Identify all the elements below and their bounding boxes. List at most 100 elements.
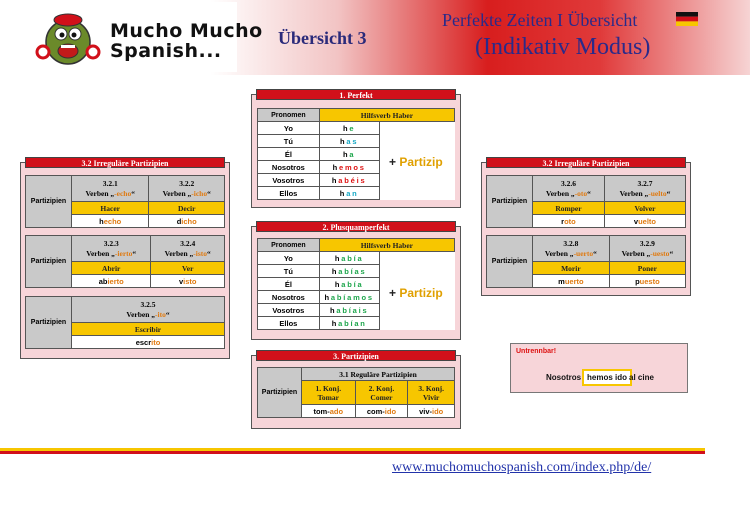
participle-cell: tom-ado	[301, 404, 356, 418]
verb-cell: Volver	[603, 201, 687, 215]
verben-label: Verben „	[162, 188, 192, 198]
verb-cell: Escribir	[71, 322, 225, 336]
pronoun-cell: Yo	[257, 121, 320, 135]
stem: h	[329, 305, 337, 315]
verb-cell: Hacer	[70, 201, 150, 215]
verben-label: Verben „	[164, 248, 194, 258]
ending: abéis	[338, 175, 367, 185]
quote: “	[669, 248, 674, 258]
ending: abían	[338, 318, 367, 328]
ending: echo	[103, 216, 122, 226]
ending: e	[349, 123, 356, 133]
pronoun-header: Pronomen	[257, 108, 320, 122]
group-number: 3.2.1	[102, 178, 118, 188]
conjugation-cell: has	[318, 134, 380, 148]
logo-text-line1: Mucho Mucho	[110, 20, 263, 42]
conjugation-cell: habías	[318, 264, 380, 278]
partizip-label: Partizip	[399, 155, 443, 169]
conjugation-cell: ha	[318, 147, 380, 161]
ending: ado	[329, 406, 344, 416]
ending: abías	[338, 266, 367, 276]
partizipien-title: 3. Partizipien	[256, 350, 456, 361]
logo-text-line2: Spanish...	[110, 40, 222, 62]
pronoun-cell: Yo	[257, 251, 320, 265]
stem: ab	[98, 276, 108, 286]
regular-participles-table: Partizipien 3.1 Reguläre Partizipien 1. …	[257, 367, 455, 418]
conjugation-header: 3. Konj. Vivir	[407, 380, 455, 405]
ending: uerto	[564, 276, 584, 286]
suffix: -oto	[574, 188, 588, 198]
example-object: al cine	[629, 373, 654, 382]
ending: abía	[341, 253, 364, 263]
verben-label: Verben „	[85, 188, 115, 198]
conjugation-header: 2. Konj. Comer	[354, 380, 409, 405]
conjugation-cell: han	[318, 186, 380, 200]
suffix: -icho	[191, 188, 208, 198]
stem: p	[635, 276, 640, 286]
quote: “	[666, 188, 671, 198]
verben-label: Verben „	[545, 188, 575, 198]
untrennbar-label: Untrennbar!	[516, 348, 557, 355]
stem: h	[324, 292, 331, 302]
group-number: 3.2.8	[563, 238, 579, 248]
plus-sign: +	[389, 286, 397, 300]
verben-label: Verben „	[621, 248, 651, 258]
participle-cell: muerto	[532, 274, 610, 288]
irregular-title-right: 3.2 Irreguläre Partizipien	[486, 157, 686, 168]
plusquamperfekt-table: Pronomen Hilfsverb Haber Yo había Tú hab…	[257, 238, 456, 330]
pronoun-header: Pronomen	[257, 238, 320, 252]
group-number: 3.2.2	[179, 178, 195, 188]
example-verb-highlight: hemos ido	[582, 369, 633, 386]
group-number: 3.2.4	[180, 238, 196, 248]
participle-cell: hecho	[70, 214, 150, 228]
plus-sign: +	[389, 155, 397, 169]
footer-stripe-red	[0, 451, 705, 454]
pronoun-cell: Ellos	[257, 316, 320, 330]
verben-label: Verben „	[619, 188, 649, 198]
suffix: -isto	[193, 248, 208, 258]
ending: isto	[183, 276, 197, 286]
page-subtitle: (Indikativ Modus)	[475, 34, 651, 60]
verb-cell: Decir	[148, 201, 225, 215]
participle-cell: visto	[150, 274, 225, 288]
conjugation-cell: habían	[318, 316, 380, 330]
partizipien-side-label: Partizipien	[25, 235, 72, 288]
stem: tom-	[313, 406, 330, 416]
stem: m	[558, 276, 565, 286]
group-number: 3.2.3	[103, 238, 119, 248]
overview-number: Übersicht 3	[278, 28, 367, 48]
stem: h	[340, 136, 347, 146]
participle-cell: roto	[532, 214, 605, 228]
stem: h	[339, 188, 347, 198]
participle-cell: puesto	[608, 274, 687, 288]
suffix: -uelto	[648, 188, 667, 198]
suffix: -uesto	[650, 248, 670, 258]
conjugation-cell: habíais	[318, 303, 380, 317]
ending: uelto	[638, 216, 656, 226]
page-title: Perfekte Zeiten I Übersicht	[442, 10, 638, 30]
partizip-cell	[379, 251, 455, 330]
aux-header: Hilfsverb Haber	[318, 108, 456, 122]
partizipien-side-label: Partizipien	[486, 235, 533, 288]
table-row: Él había	[257, 277, 455, 291]
conjugation-header: 1. Konj. Tomar	[301, 380, 356, 405]
plus-partizip-label: + Partizip	[389, 286, 443, 300]
plus-partizip-label: + Partizip	[389, 155, 443, 169]
website-link[interactable]: www.muchomuchospanish.com/index.php/de/	[392, 460, 652, 475]
ending: a	[349, 149, 356, 159]
ending: ido	[384, 406, 397, 416]
verb-cell: Romper	[532, 201, 605, 215]
perfekt-title: 1. Perfekt	[256, 89, 456, 100]
pronoun-cell: Nosotros	[257, 160, 320, 174]
conjugation-cell: había	[318, 251, 380, 265]
conjugation-cell: hemos	[318, 160, 380, 174]
group-number: 3.2.9	[639, 238, 655, 248]
verb-cell: Morir	[532, 261, 610, 275]
german-flag-icon	[676, 12, 698, 26]
